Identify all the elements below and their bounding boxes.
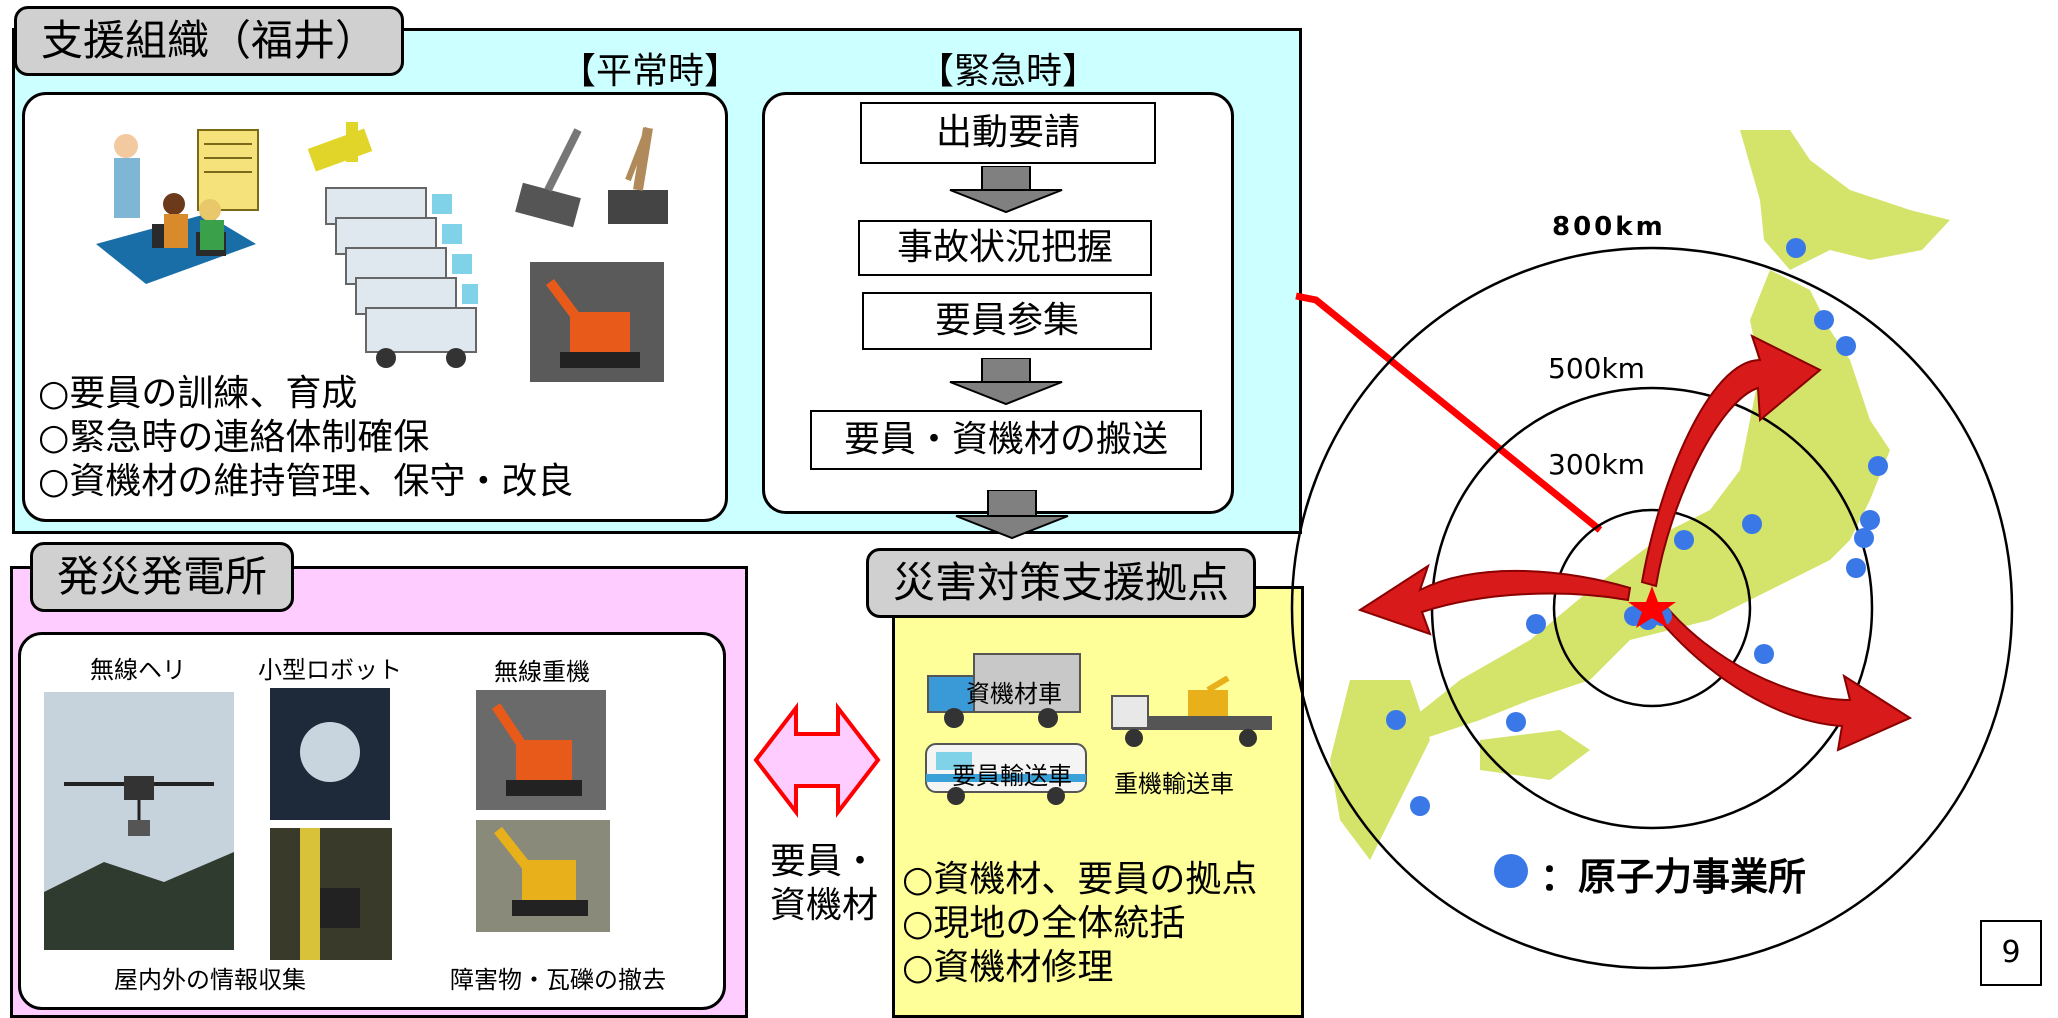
info-gathering-label: 屋内外の情報収集: [114, 966, 306, 994]
connector-arrow-to-base: [955, 490, 1069, 540]
flow-arrow-2: [949, 358, 1063, 406]
normal-time-label: 【平常時】: [560, 51, 741, 92]
training-illustration: [96, 129, 259, 284]
support-org-title: 支援組織（福井）: [14, 6, 405, 76]
normal-item-1: ○要員の訓練、育成: [38, 373, 358, 414]
robot-illustration: [515, 126, 668, 228]
machine-photo-2: [476, 820, 610, 932]
heavy-machine-carrier-label: 重機輸送車: [1114, 770, 1234, 798]
base-title: 災害対策支援拠点: [866, 548, 1257, 618]
machine-photo-1: [476, 690, 606, 810]
flow-step-transport: 要員・資機材の搬送: [810, 410, 1202, 470]
legend-text: ：原子力事業所: [1540, 855, 1807, 899]
transfer-label-line2: 資機材: [770, 885, 879, 926]
machine-label: 無線重機: [494, 658, 590, 686]
robot-photo-1: [270, 688, 390, 820]
ring-label-300km: 300km: [1548, 448, 1645, 481]
flow-step-assess-accident: 事故状況把握: [858, 220, 1152, 276]
legend-marker-icon: [1494, 854, 1528, 888]
ring-label-800km: 800km: [1552, 212, 1666, 242]
emergency-time-label: 【緊急時】: [918, 51, 1099, 92]
heavy-machine-carrier-icon: [1111, 676, 1272, 747]
drone-photo: [44, 692, 234, 950]
robot-label: 小型ロボット: [258, 656, 402, 684]
robot-photo-2: [270, 828, 392, 960]
japan-map: [1290, 130, 2014, 970]
staff-transport-van-icon: [925, 743, 1087, 805]
debris-removal-label: 障害物・瓦礫の撤去: [450, 966, 666, 994]
ring-label-500km: 500km: [1548, 352, 1645, 385]
base-item-2: ○現地の全体統括: [902, 903, 1186, 944]
transfer-label-line1: 要員・: [770, 841, 879, 882]
fukui-star-marker: [1628, 586, 1676, 628]
flow-step-assemble-staff: 要員参集: [862, 292, 1152, 350]
flow-step-dispatch-request: 出動要請: [860, 102, 1156, 164]
page-number: 9: [1980, 920, 2042, 986]
vehicle-fleet-illustration: [307, 122, 478, 368]
base-item-1: ○資機材、要員の拠点: [902, 859, 1258, 900]
equipment-truck-icon: [927, 653, 1081, 728]
flow-arrow-1: [949, 166, 1063, 214]
transfer-double-arrow: [753, 702, 881, 818]
drone-label: 無線ヘリ: [90, 656, 186, 684]
normal-item-2: ○緊急時の連絡体制確保: [38, 417, 430, 458]
normal-item-3: ○資機材の維持管理、保守・改良: [38, 461, 574, 502]
excavator-photo: [530, 262, 664, 382]
base-item-3: ○資機材修理: [902, 947, 1114, 988]
dispersal-arrows: [1357, 334, 1913, 752]
map-connector-line: [1295, 292, 1603, 533]
plant-title: 発災発電所: [30, 542, 295, 612]
staff-transport-van-label: 要員輸送車: [952, 762, 1072, 790]
equipment-truck-label: 資機材車: [966, 680, 1062, 708]
